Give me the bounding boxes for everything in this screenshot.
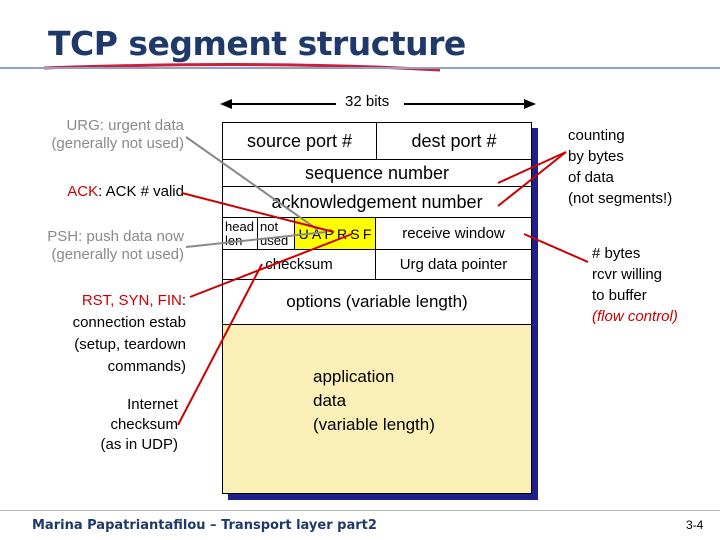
flag-s: S <box>350 225 360 242</box>
receive-window-field: receive window <box>375 217 532 250</box>
flag-p: P <box>324 225 334 242</box>
dest-port-field: dest port # <box>376 122 532 160</box>
urg-label: URG: urgent data(generally not used) <box>51 117 184 152</box>
rst-syn-fin-label: RST, SYN, FIN: connection estab (setup, … <box>72 292 186 375</box>
checksum-connector <box>177 263 263 426</box>
slide-title: TCP segment structure <box>48 24 466 63</box>
title-rule <box>0 67 720 69</box>
page-number: 3-4 <box>686 518 704 532</box>
footer-text: Marina Papatriantafilou – Transport laye… <box>32 518 377 533</box>
internet-checksum-label: Internet checksum (as in UDP) <box>100 396 178 453</box>
application-data-field: application data (variable length) <box>222 324 532 494</box>
urg-pointer-field: Urg data pointer <box>375 249 532 280</box>
flag-f: F <box>362 225 372 242</box>
urg-connector <box>185 136 319 231</box>
window-connector <box>523 233 589 263</box>
flag-r: R <box>336 225 348 242</box>
sequence-number-field: sequence number <box>222 159 532 187</box>
width-label: 32 bits <box>345 93 390 110</box>
flow-control-label: # bytes rcvr willing to buffer (flow con… <box>592 245 678 325</box>
psh-connector <box>185 231 327 248</box>
ack-label: ACK: ACK # valid <box>67 183 184 200</box>
counting-connector-ack <box>497 151 567 207</box>
source-port-field: source port # <box>222 122 377 160</box>
width-arrow <box>220 99 536 109</box>
counting-connector-seq <box>497 151 567 184</box>
footer-rule <box>0 510 720 511</box>
psh-label: PSH: push data now(generally not used) <box>47 228 184 263</box>
counting-label: counting by bytes of data (not segments!… <box>568 127 673 207</box>
rst-connector <box>189 233 353 298</box>
ack-connector <box>181 192 335 233</box>
